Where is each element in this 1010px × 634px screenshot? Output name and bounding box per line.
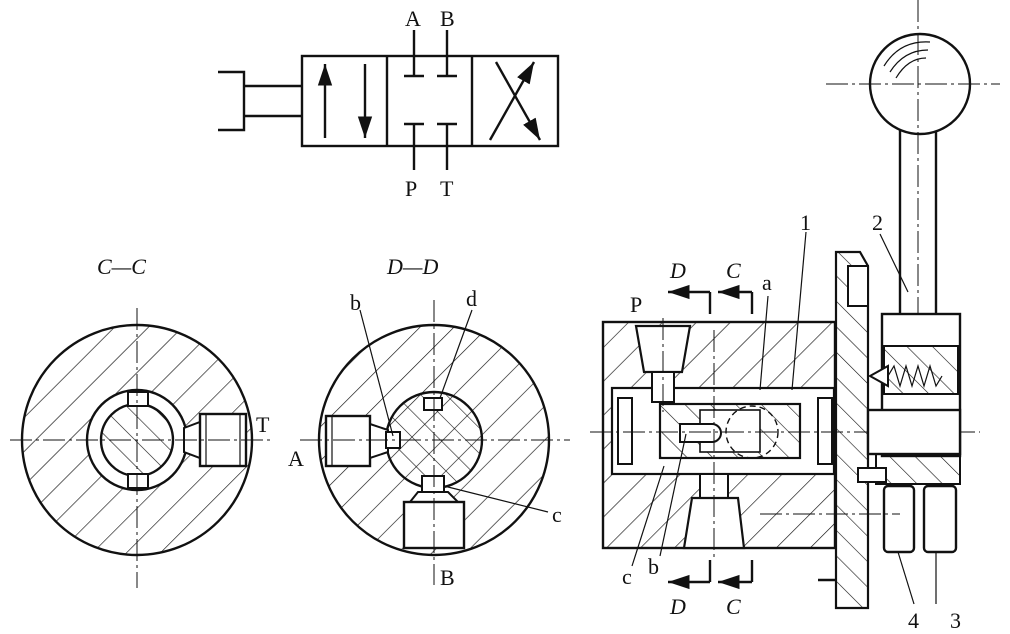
flow-arrow-cross-2 bbox=[494, 61, 542, 141]
section-cc-label-a: A bbox=[288, 446, 304, 471]
shaft bbox=[866, 408, 962, 456]
port-label-p: P bbox=[405, 176, 417, 201]
label-p: P bbox=[630, 292, 642, 317]
flow-arrow-cross-1 bbox=[488, 61, 536, 141]
section-dd-label-c: c bbox=[552, 502, 562, 527]
symbol-box bbox=[300, 54, 560, 148]
detent-spring bbox=[887, 363, 943, 389]
main-view: D C D C P a c b bbox=[590, 0, 1000, 633]
section-cc-title: C—C bbox=[97, 254, 146, 279]
section-dd-port-a bbox=[324, 414, 372, 468]
port-label-t: T bbox=[440, 176, 454, 201]
part-number-3: 3 bbox=[950, 608, 961, 633]
cut-label-d-top: D bbox=[669, 258, 686, 283]
label-a: a bbox=[762, 270, 772, 295]
section-dd-label-d: d bbox=[466, 286, 477, 311]
section-dd: D—D b d c B bbox=[300, 254, 570, 590]
section-dd-title: D—D bbox=[386, 254, 438, 279]
lever-3 bbox=[922, 484, 958, 554]
label-b: b bbox=[648, 554, 659, 579]
cut-label-d-bottom: D bbox=[669, 594, 686, 619]
port-label-a: A bbox=[405, 6, 421, 31]
label-c: c bbox=[622, 564, 632, 589]
lever-4 bbox=[882, 484, 916, 554]
part-number-2: 2 bbox=[872, 210, 883, 235]
part-number-4: 4 bbox=[908, 608, 919, 633]
section-dd-label-b-port: B bbox=[440, 565, 455, 590]
section-cc: C—C T A bbox=[10, 254, 304, 588]
cut-label-c-bottom: C bbox=[726, 594, 741, 619]
valve-symbol: A B P T bbox=[218, 6, 560, 201]
cut-label-c-top: C bbox=[726, 258, 741, 283]
part-number-1: 1 bbox=[800, 210, 811, 235]
port-label-b: B bbox=[440, 6, 455, 31]
section-dd-label-b-lower: b bbox=[350, 290, 361, 315]
section-cc-label-t: T bbox=[256, 412, 270, 437]
lever-operator bbox=[218, 70, 246, 132]
port-p bbox=[634, 324, 692, 374]
